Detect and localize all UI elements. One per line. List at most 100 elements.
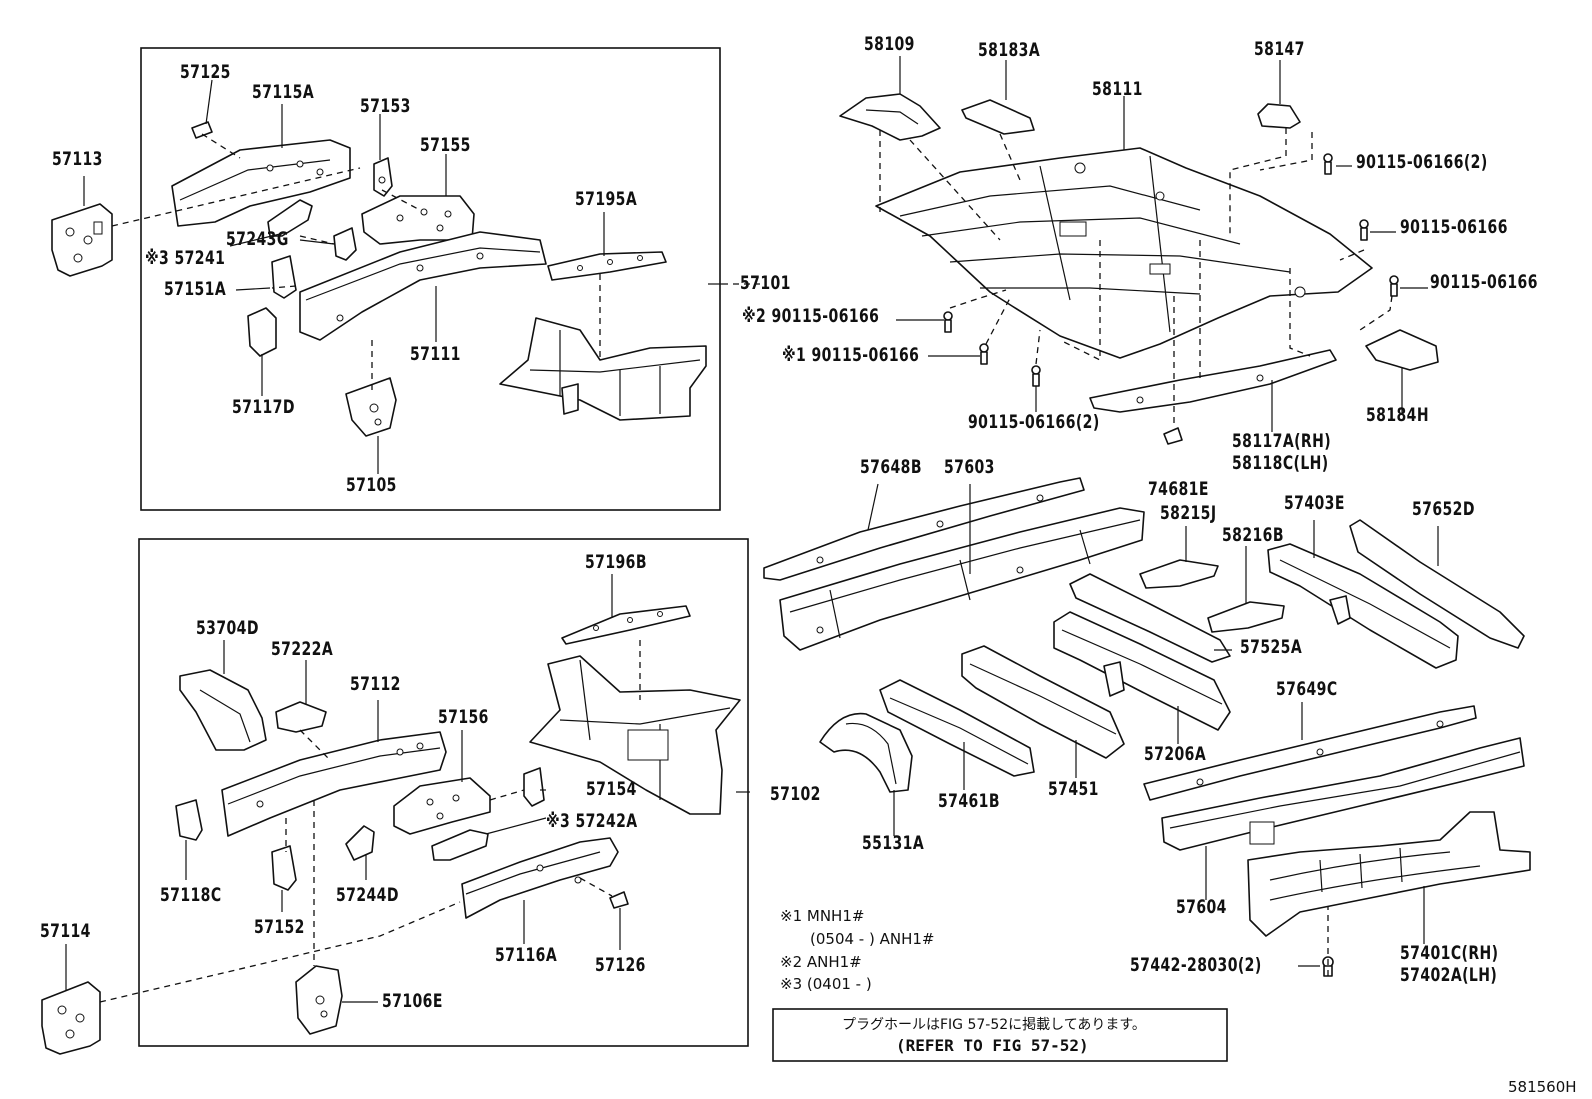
part-57156 xyxy=(393,777,491,835)
label-90115-06166-x2: ※2 90115-06166 xyxy=(742,305,880,327)
label-58147: 58147 xyxy=(1254,38,1305,60)
part-58184H xyxy=(1365,329,1439,371)
part-58216B xyxy=(1207,601,1285,633)
part-57126 xyxy=(609,891,629,909)
label-57648B: 57648B xyxy=(860,456,922,478)
label-57402A: 57402A(LH) xyxy=(1400,964,1498,986)
bolt-90115-a xyxy=(1323,153,1333,175)
footnote-1b: (0504 - ) ANH1# xyxy=(810,930,935,948)
part-57105 xyxy=(345,377,397,437)
label-57114: 57114 xyxy=(40,920,91,942)
label-57525A: 57525A xyxy=(1240,636,1303,658)
part-57461B xyxy=(879,679,1035,777)
part-57151A xyxy=(271,255,297,299)
label-57241: ※3 57241 xyxy=(145,247,226,269)
label-58117A: 58117A(RH) xyxy=(1232,430,1332,452)
part-57153 xyxy=(373,157,393,197)
part-58111 xyxy=(875,147,1373,359)
label-57242A: ※3 57242A xyxy=(546,810,638,832)
part-57115A xyxy=(171,139,351,227)
figure-code: 581560H xyxy=(1508,1078,1577,1096)
part-57451 xyxy=(961,645,1125,759)
label-57196B: 57196B xyxy=(585,551,647,573)
part-57114 xyxy=(41,981,101,1055)
label-74681E: 74681E xyxy=(1148,478,1209,500)
part-57117D xyxy=(247,307,277,357)
part-57525A xyxy=(1069,573,1231,663)
label-57604: 57604 xyxy=(1176,896,1227,918)
label-57111: 57111 xyxy=(410,343,461,365)
label-55131A: 55131A xyxy=(862,832,925,854)
label-57442-28030: 57442-28030(2) xyxy=(1130,954,1262,976)
reference-box xyxy=(772,1008,1228,1062)
part-57649C xyxy=(1143,705,1477,801)
part-58215J xyxy=(1139,559,1219,589)
label-57102: 57102 xyxy=(770,783,821,805)
footnote-3: ※3 (0401 - ) xyxy=(780,975,872,993)
label-58216B: 58216B xyxy=(1222,524,1284,546)
bolt-90115-x2 xyxy=(943,311,953,333)
part-57118C xyxy=(175,799,203,841)
label-57195A: 57195A xyxy=(575,188,638,210)
label-57125: 57125 xyxy=(180,61,231,83)
part-57116A xyxy=(461,837,619,919)
part-57101-assembly xyxy=(499,317,707,421)
label-57152: 57152 xyxy=(254,916,305,938)
label-57154: 57154 xyxy=(586,778,637,800)
bolt-90115-b xyxy=(1359,219,1369,241)
label-57244D: 57244D xyxy=(336,884,399,906)
part-57244D xyxy=(345,825,375,861)
part-57113 xyxy=(51,203,113,277)
label-57115A: 57115A xyxy=(252,81,315,103)
part-57206A xyxy=(1053,611,1231,731)
part-57603 xyxy=(779,507,1145,651)
label-53704D: 53704D xyxy=(196,617,259,639)
part-57401C xyxy=(1247,811,1531,937)
label-90115-06166-b: 90115-06166 xyxy=(1400,216,1508,238)
part-53704D xyxy=(179,669,267,751)
label-57112: 57112 xyxy=(350,673,401,695)
label-58215J: 58215J xyxy=(1160,502,1217,524)
label-57652D: 57652D xyxy=(1412,498,1475,520)
label-57151A: 57151A xyxy=(164,278,227,300)
label-58109: 58109 xyxy=(864,33,915,55)
part-57106E xyxy=(295,965,343,1035)
label-57153: 57153 xyxy=(360,95,411,117)
label-57126: 57126 xyxy=(595,954,646,976)
label-57106E: 57106E xyxy=(382,990,443,1012)
label-90115-06166-c: 90115-06166 xyxy=(1430,271,1538,293)
label-57461B: 57461B xyxy=(938,790,1000,812)
label-57156: 57156 xyxy=(438,706,489,728)
label-57451: 57451 xyxy=(1048,778,1099,800)
label-57206A: 57206A xyxy=(1144,743,1207,765)
label-58118C: 58118C(LH) xyxy=(1232,452,1329,474)
part-57648B xyxy=(763,477,1085,581)
label-57117D: 57117D xyxy=(232,396,295,418)
part-57102-assembly xyxy=(529,655,741,815)
part-57195A xyxy=(547,251,667,281)
label-90115-06166-2a: 90115-06166(2) xyxy=(1356,151,1488,173)
label-57243G: 57243G xyxy=(226,228,289,250)
part-58183A xyxy=(961,99,1035,135)
label-57649C: 57649C xyxy=(1276,678,1338,700)
bolt-90115-x1 xyxy=(979,343,989,365)
part-57652D xyxy=(1349,519,1525,649)
part-57112 xyxy=(221,731,447,837)
part-57604 xyxy=(1161,737,1525,851)
footnote-1: ※1 MNH1# xyxy=(780,907,865,925)
part-57403E xyxy=(1267,543,1459,669)
label-57403E: 57403E xyxy=(1284,492,1345,514)
part-58109 xyxy=(839,93,941,141)
label-57105: 57105 xyxy=(346,474,397,496)
label-57222A: 57222A xyxy=(271,638,334,660)
label-57401C: 57401C(RH) xyxy=(1400,942,1499,964)
label-57101: 57101 xyxy=(740,272,791,294)
label-90115-06166-x1: ※1 90115-06166 xyxy=(782,344,920,366)
reference-japanese: プラグホールはFIG 57-52に掲載してあります。 xyxy=(842,1017,1146,1033)
group-box-57101 xyxy=(140,47,721,511)
reference-english: (REFER TO FIG 57-52) xyxy=(896,1036,1089,1055)
part-57243G-small xyxy=(333,227,357,261)
part-58147 xyxy=(1257,103,1301,129)
bolt-90115-2b xyxy=(1031,365,1041,387)
